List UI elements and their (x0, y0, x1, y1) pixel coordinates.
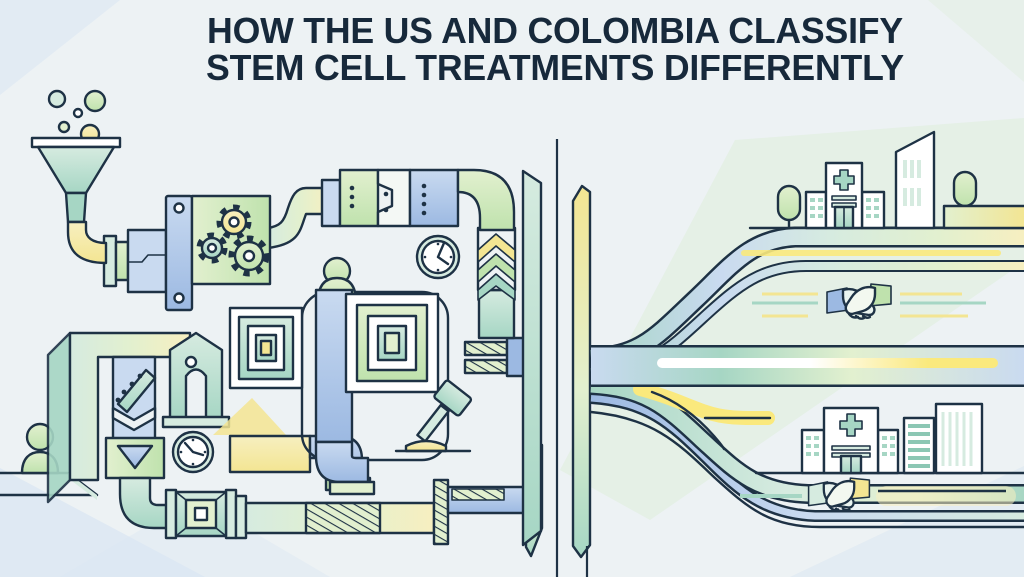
office-building-icon (894, 130, 936, 230)
concentric-maze-icon (344, 292, 440, 394)
bubbles-icon (47, 89, 107, 145)
funnel-icon (30, 89, 122, 265)
right-scene (589, 130, 1024, 529)
handshake-row (740, 477, 1016, 513)
handshake-icon (807, 477, 871, 513)
hedge (942, 204, 1024, 230)
ground-wedge (213, 398, 286, 435)
title-line-1: HOW THE US AND COLOMBIA CLASSIFY (207, 10, 903, 51)
flow-lanes (589, 226, 1024, 529)
office-building-icon (934, 402, 984, 475)
divider-wall-left (521, 169, 543, 547)
hatched-pipe-sections (463, 336, 527, 378)
office-building-icon (902, 416, 936, 475)
medical-cross-icon (839, 413, 863, 437)
concentric-maze-icon (228, 306, 304, 390)
tree-icon (776, 184, 802, 230)
hospital-icon (800, 406, 900, 475)
city-row-bottom (754, 402, 1024, 475)
top-duct (266, 168, 516, 250)
junction-box-icon (164, 488, 238, 540)
title-line-2: STEM CELL TREATMENTS DIFFERENTLY (206, 47, 904, 89)
lane-bottom-line (589, 410, 1024, 529)
gavel-icon (394, 379, 473, 453)
filter-hopper-icon (104, 355, 170, 530)
gear-machine-icon (102, 194, 272, 312)
divider-wall-right (571, 184, 592, 559)
clock-icon (171, 430, 215, 474)
gear-icon (216, 204, 252, 240)
left-scene (0, 89, 544, 558)
medical-cross-icon (833, 169, 855, 191)
gear-icon (196, 232, 228, 264)
hospital-icon (804, 161, 886, 230)
arch-icon (161, 331, 231, 429)
accent-lines (752, 292, 986, 318)
city-row-top (748, 130, 1024, 230)
handshake-icon (826, 283, 892, 320)
chevron-duct (476, 226, 517, 340)
handshake-row (752, 283, 986, 320)
page-title: HOW THE US AND COLOMBIA CLASSIFY STEM CE… (91, 12, 1020, 86)
clock-icon (415, 234, 461, 280)
gear-icon (228, 235, 270, 277)
chevron-up-icon (477, 233, 516, 301)
accent-glow (876, 486, 1016, 506)
lane-stub-line (650, 390, 726, 451)
divider (521, 139, 592, 577)
hatched-pipe-sections (432, 478, 528, 546)
